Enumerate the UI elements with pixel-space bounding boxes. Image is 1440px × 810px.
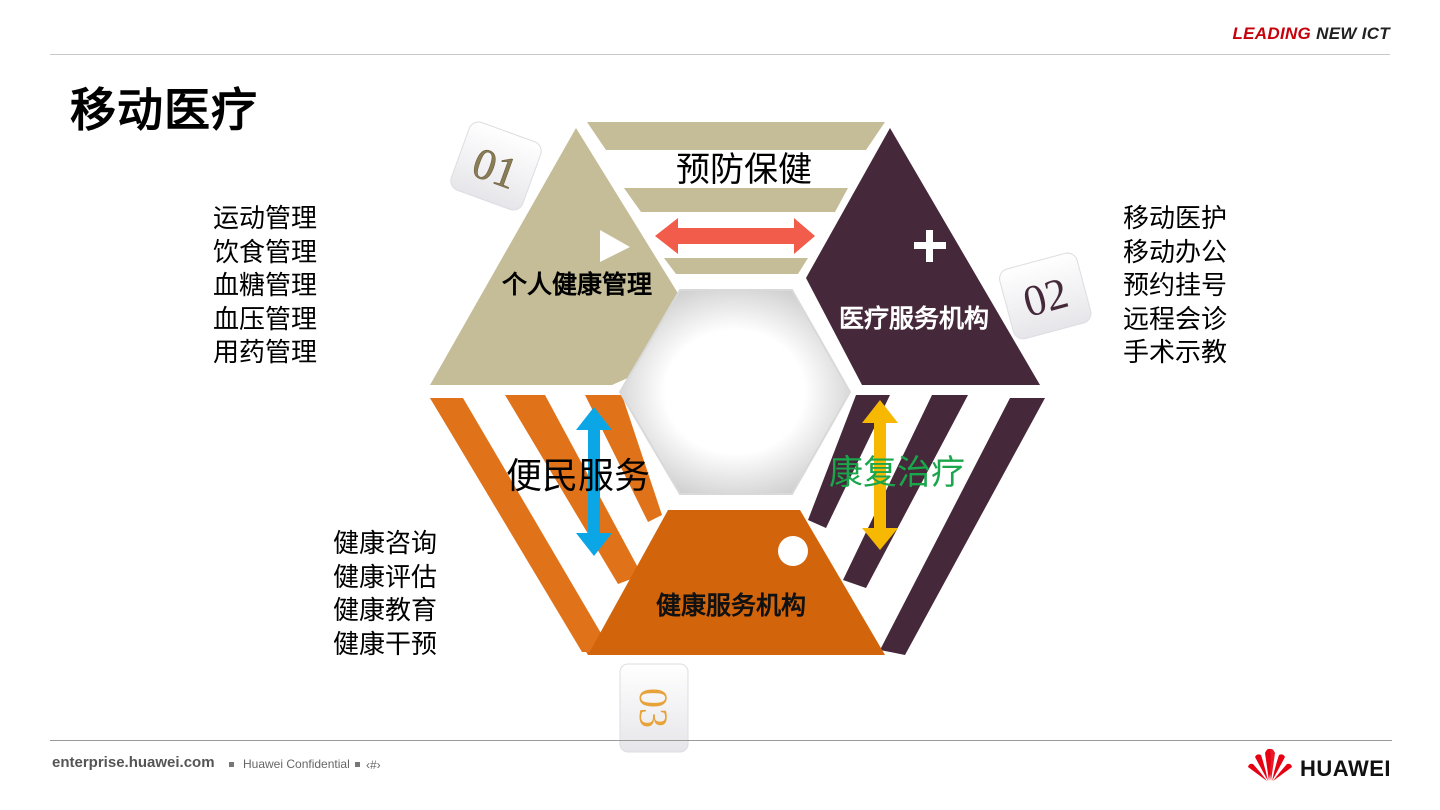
list-item: 饮食管理 [213,237,318,268]
personal-management-list: 运动管理 饮食管理 血糖管理 血压管理 用药管理 [213,203,317,371]
personal-health-label: 个人健康管理 [502,270,652,299]
list-item: 健康教育 [333,596,438,626]
lower-right-stripe [880,398,1045,655]
convenience-service-label: 便民服务 [506,456,650,497]
top-stripe [587,122,885,150]
badge-03: 03 [619,663,689,753]
huawei-logo-text: HUAWEI [1300,756,1391,781]
center-hexagon [618,289,852,495]
page-title: 移动医疗 [70,83,258,137]
footer-page-number: ‹#› [366,758,381,772]
list-item: 预约挂号 [1123,271,1228,301]
list-item: 用药管理 [213,338,318,368]
list-item: 手术示教 [1123,338,1228,368]
badge-03-text: 03 [631,688,676,728]
prevention-label: 预防保健 [676,150,812,190]
badge-01: 01 [450,121,542,211]
brand-leading: LEADING [1232,24,1312,43]
play-icon [600,230,630,262]
list-item: 远程会诊 [1123,304,1228,335]
list-item: 血压管理 [213,304,318,335]
circle-icon [778,536,808,566]
leading-new-ict-logo: LEADING NEW ICT [1232,24,1390,44]
footer-divider [50,740,1392,741]
list-item: 移动医护 [1123,204,1228,234]
medical-services-list: 移动医护 移动办公 预约挂号 远程会诊 手术示教 [1123,203,1227,371]
health-service-label: 健康服务机构 [656,591,806,620]
list-item: 血糖管理 [213,271,318,301]
huawei-logo-icon [1248,748,1292,781]
header-divider [50,54,1390,55]
top-stripe [624,188,848,212]
badge-02: 02 [999,252,1092,340]
brand-new-ict: NEW ICT [1316,24,1390,43]
top-stripe [664,258,808,274]
list-item: 健康咨询 [333,529,438,559]
list-item: 移动办公 [1123,237,1228,268]
personal-health-segment [430,128,708,385]
footer-separator [355,762,360,767]
yellow-double-arrow [862,400,898,550]
list-item: 健康评估 [333,562,438,593]
footer-url: enterprise.huawei.com [52,754,215,771]
health-service-segment [588,510,885,655]
blue-double-arrow [576,407,612,556]
lower-right-stripe [808,395,890,528]
health-services-list: 健康咨询 健康评估 健康教育 健康干预 [333,528,437,662]
footer-separator [229,762,234,767]
medical-institution-segment [806,128,1040,385]
footer-confidential: Huawei Confidential [243,757,350,771]
list-item: 运动管理 [213,204,318,234]
lower-left-stripe [430,398,612,652]
medical-institution-label: 医疗服务机构 [839,304,989,333]
plus-icon [914,230,946,262]
red-double-arrow [655,218,815,254]
list-item: 健康干预 [333,629,438,660]
rehabilitation-label: 康复治疗 [829,453,965,493]
